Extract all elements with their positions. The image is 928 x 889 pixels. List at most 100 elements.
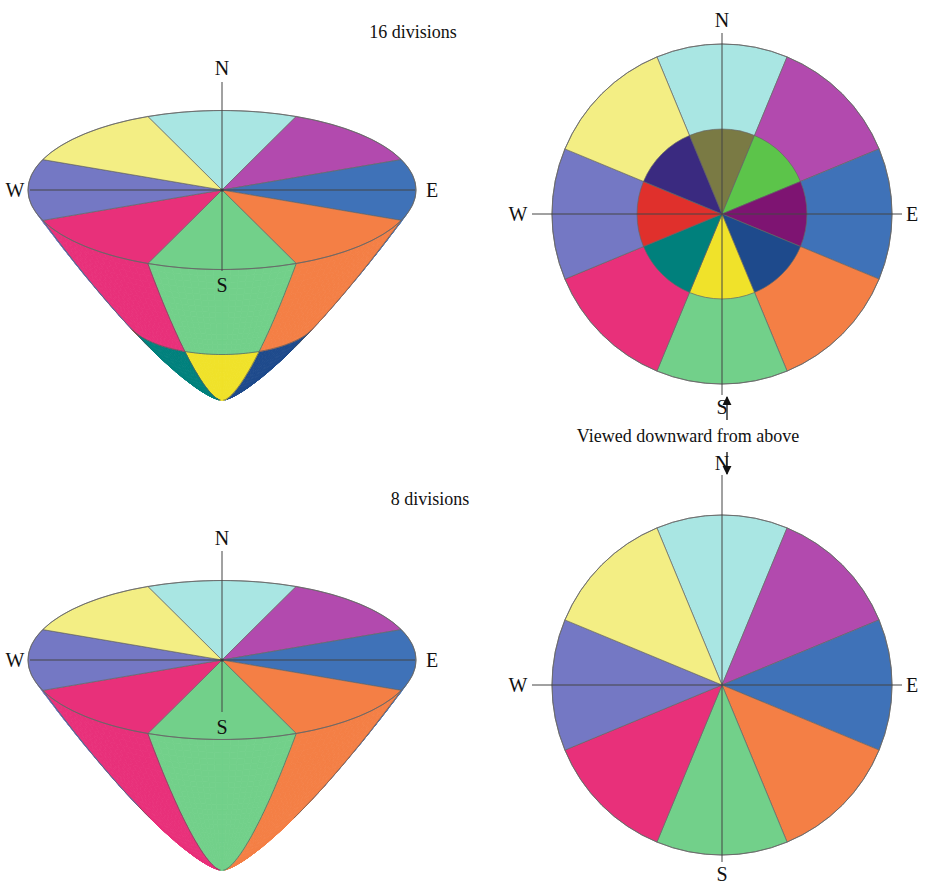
sector-edge <box>123 320 126 323</box>
bowl-surface-patch <box>217 345 222 350</box>
sector-edge <box>142 337 144 338</box>
sector-edge <box>100 293 103 297</box>
sector-edge <box>129 327 132 330</box>
sector-edge <box>82 271 85 275</box>
sector-edge <box>377 248 380 252</box>
bowl-surface-patch <box>213 398 218 400</box>
sector-edge <box>242 353 245 354</box>
sector-edge <box>257 354 258 356</box>
sector-edge <box>243 378 244 380</box>
sector-edge <box>260 346 261 349</box>
sector-edge <box>174 349 177 351</box>
sector-edge <box>76 264 79 268</box>
bowl-surface-patch <box>210 318 217 324</box>
sector-edge <box>327 310 330 313</box>
sector-edge <box>213 396 214 397</box>
bowl-surface-patch <box>234 318 241 324</box>
sector-edge <box>186 351 189 353</box>
sector-edge <box>146 339 148 340</box>
sector-edge <box>286 286 287 289</box>
bowl-surface-patch <box>243 294 251 301</box>
sector-edge <box>155 343 158 344</box>
sector-edge <box>272 322 273 325</box>
sector-edge <box>163 302 164 305</box>
bowl-surface-patch <box>226 359 230 364</box>
sector-edge <box>238 386 239 388</box>
sector-edge <box>267 333 268 336</box>
sector-edge <box>282 345 285 347</box>
sector-edge <box>165 346 168 348</box>
bowl-surface-patch <box>229 294 237 300</box>
sector-edge <box>166 311 167 314</box>
sector-edge <box>64 248 67 252</box>
sector-edge <box>291 273 292 276</box>
bowl-surface-patch <box>206 276 214 283</box>
bowl-surface-patch <box>236 300 244 306</box>
sector-edge <box>279 346 282 348</box>
sector-edge <box>195 352 198 353</box>
sector-edge <box>199 376 200 378</box>
sector-edge <box>58 240 61 244</box>
sector-edge <box>222 354 225 355</box>
sector-edge <box>135 333 138 336</box>
sector-edge <box>324 314 327 317</box>
sector-edge <box>212 395 213 396</box>
sector-edge <box>255 356 256 358</box>
sector-edge <box>353 278 356 282</box>
sector-edge <box>281 299 282 302</box>
sector-edge <box>183 351 186 353</box>
sector-edge <box>380 244 383 248</box>
sector-edge <box>294 267 295 270</box>
sector-edge <box>168 314 169 317</box>
bowl-surface-patch <box>242 300 250 306</box>
sector-edge <box>103 296 106 300</box>
sector-edge <box>156 286 157 289</box>
bowl-surface-patch <box>237 288 245 294</box>
sector-edge <box>269 328 270 331</box>
bowl-surface-patch <box>200 294 208 300</box>
sector-edge <box>386 236 389 240</box>
bowl-surface-patch <box>230 269 239 276</box>
bowl-surface-patch <box>207 394 213 397</box>
sector-edge <box>336 300 339 304</box>
bowl-surface-patch <box>188 382 194 387</box>
sector-edge <box>165 308 166 311</box>
sector-edge <box>150 270 151 273</box>
sector-edge <box>120 317 123 320</box>
sector-edge <box>249 352 252 353</box>
sector-edge <box>171 322 172 325</box>
sector-edge <box>220 399 221 400</box>
sector-edge <box>231 395 232 396</box>
sector-edge <box>303 336 306 339</box>
bowl-surface-patch <box>183 378 190 383</box>
sector-edge <box>284 344 287 346</box>
bowl-surface-patch <box>236 294 244 300</box>
bowl-surface-patch <box>222 376 225 380</box>
sector-edge <box>298 338 300 339</box>
sector-edge <box>392 229 395 233</box>
bowl-surface-patch <box>209 306 216 312</box>
sector-edge <box>135 332 137 333</box>
sector-edge <box>212 354 215 355</box>
sector-edge <box>117 314 120 317</box>
sector-edge <box>371 256 374 260</box>
sector-edge <box>152 342 154 343</box>
sector-edge <box>306 333 309 336</box>
sector-edge <box>88 278 91 282</box>
sector-edge <box>189 359 190 361</box>
bowl-surface-patch <box>217 340 222 345</box>
sector-edge <box>159 293 160 296</box>
sector-edge <box>262 350 265 352</box>
sector-edge <box>133 331 134 332</box>
bowl-surface-patch <box>52 233 61 244</box>
sector-edge <box>177 349 180 351</box>
sector-edge <box>182 346 183 349</box>
bowl-surface-patch <box>222 340 227 345</box>
sector-edge <box>201 380 202 382</box>
sector-edge <box>109 303 112 307</box>
bowl-surface-patch <box>216 329 222 334</box>
sector-edge <box>160 345 163 347</box>
bowl-surface-patch <box>229 288 237 294</box>
sector-edge <box>368 260 371 264</box>
